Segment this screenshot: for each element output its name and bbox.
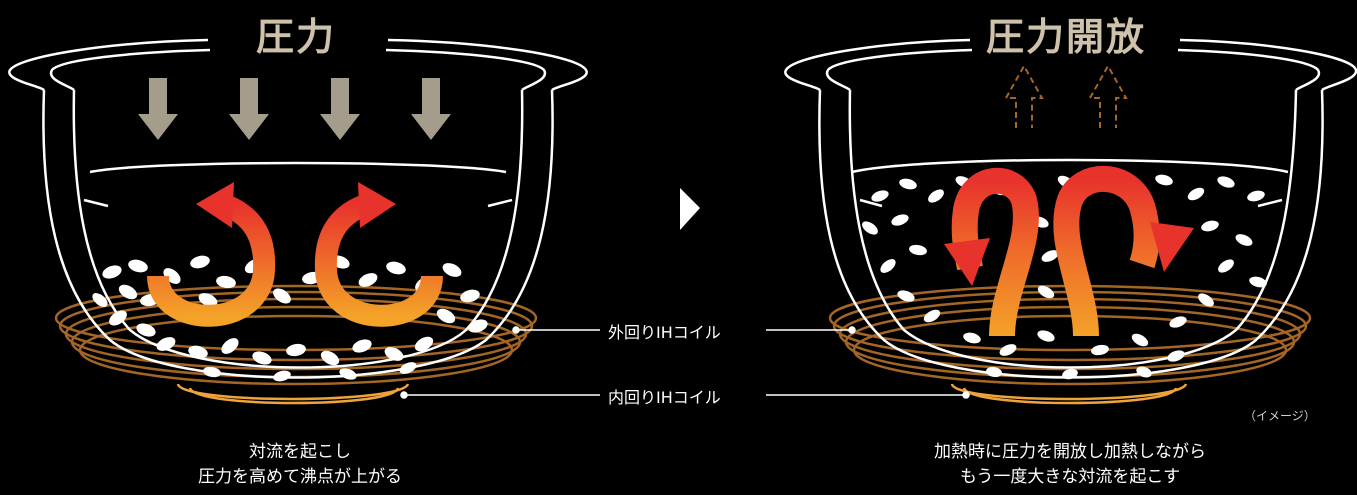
inner-coil-label: 内回りIHコイル [602,384,727,408]
right-pot [766,38,1357,405]
down-arrow-icon [138,78,451,140]
outer-coil-label: 外回りIHコイル [602,319,727,343]
left-inner-coil [176,383,410,405]
left-caption-line2: 圧力を高めて沸点が上がる [198,467,402,487]
curved-arrow-icon [944,165,1194,337]
right-pot-outline [784,38,1357,379]
right-inner-coil [950,383,1188,405]
leader-lines-right [766,326,970,399]
left-caption: 対流を起こし 圧力を高めて沸点が上がる [130,440,470,490]
up-dashed-arrow-icon [1004,63,1128,128]
left-title: 圧力 [242,6,351,61]
right-caption-line1: 加熱時に圧力を開放し加熱しながら [934,442,1206,462]
right-caption-line2: もう一度大きな対流を起こす [959,467,1181,487]
image-note: （イメージ） [1244,409,1316,423]
left-caption-line1: 対流を起こし [249,442,351,462]
right-title: 圧力開放 [972,6,1161,61]
left-pot [8,38,600,405]
curved-arrow-icon [147,182,443,327]
leader-lines-left [400,326,600,399]
left-pot-outline [8,38,588,379]
play-triangle-icon [680,188,700,230]
right-caption: 加熱時に圧力を開放し加熱しながら もう一度大きな対流を起こす [880,440,1260,490]
